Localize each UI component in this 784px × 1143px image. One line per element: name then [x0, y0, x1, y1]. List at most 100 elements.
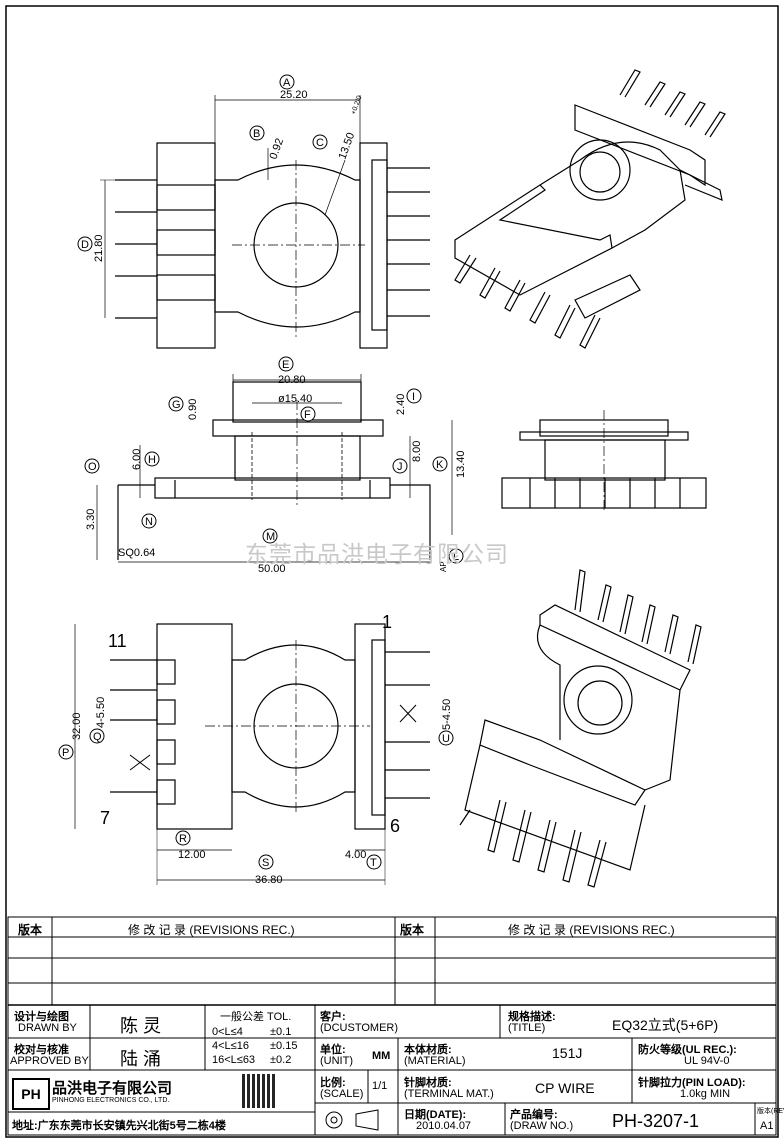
tol-value-3: ±0.2	[270, 1054, 292, 1066]
tolerance-title: 一般公差 TOL.	[220, 1011, 292, 1023]
side-view-2	[501, 410, 707, 512]
dim-c-tol: +0.2/0	[350, 95, 363, 116]
projection-symbol-icon	[325, 1109, 379, 1131]
dim-p-value: 32.00	[71, 712, 83, 740]
material-label-en: (MATERIAL)	[404, 1055, 466, 1067]
label-o: O	[88, 461, 97, 473]
bottom-view	[74, 623, 430, 885]
dim-r-value: 12.00	[178, 849, 206, 861]
draw-no-label-en: (DRAW NO.)	[510, 1120, 574, 1132]
rev-header-records: 修 改 记 录 (REVISIONS REC.)	[128, 923, 295, 937]
label-p: P	[62, 747, 69, 759]
dim-ap-value: AP	[439, 561, 448, 572]
label-c: C	[316, 137, 324, 149]
dim-j-value: 8.00	[411, 441, 423, 462]
scale-label: 比例:	[320, 1077, 346, 1089]
side-view-labels: E 20.80 ø15.40 F G 0.90 H 6.00 I 2.40 J …	[84, 356, 467, 575]
date-label: 日期(DATE):	[404, 1109, 467, 1121]
pin-6-label: 6	[390, 816, 400, 836]
dim-i-value: 2.40	[395, 394, 407, 415]
draw-no-label: 产品编号:	[510, 1109, 558, 1121]
label-l: L	[453, 551, 459, 563]
tol-value-2: ±0.15	[270, 1040, 298, 1052]
rev-label: 版本(REV):	[757, 1108, 784, 1115]
fire-rating-value: UL 94V-0	[684, 1055, 730, 1067]
tol-range-3: 16<L≤63	[212, 1054, 256, 1066]
rev-header-version-2: 版本	[400, 923, 425, 937]
dim-d-value: 21.80	[93, 234, 105, 262]
dim-k-value: 13.40	[455, 450, 467, 478]
dim-b-value: 0.92	[268, 137, 287, 161]
spec-value: EQ32立式(5+6P)	[612, 1017, 719, 1033]
approve-label-en: APPROVED BY	[10, 1055, 89, 1067]
dim-u-value: 5-4.50	[441, 699, 453, 730]
label-k: K	[436, 459, 444, 471]
tol-value-1: ±0.1	[270, 1026, 292, 1038]
customer-label: 客户:	[320, 1011, 346, 1023]
customer-label-en: (DCUSTOMER)	[320, 1022, 399, 1034]
scale-label-en: (SCALE)	[320, 1088, 364, 1100]
company-logo: PH	[12, 1078, 50, 1110]
spec-label: 规格描述:	[508, 1011, 556, 1023]
label-e: E	[282, 359, 289, 371]
label-n: N	[145, 516, 153, 528]
iso-view-bottom	[459, 569, 702, 888]
rev-header-records-2: 修 改 记 录 (REVISIONS REC.)	[508, 923, 675, 937]
design-label: 设计与绘图	[14, 1011, 69, 1023]
pin-11-label: 11	[108, 631, 127, 651]
label-t: T	[370, 857, 377, 869]
label-d: D	[81, 239, 89, 251]
label-q: Q	[93, 731, 102, 743]
rev-value: A1	[760, 1120, 774, 1132]
bottom-view-labels: 1 11 7 6 P 32.00 Q 4-5.50 U 5-4.50 R 12.…	[58, 612, 454, 886]
approve-label: 校对与核准	[14, 1044, 69, 1056]
dim-q-value: 4-5.50	[95, 697, 107, 728]
watermark: 东莞市品洪电子有限公司	[245, 542, 509, 568]
designer-name: 陈 灵	[120, 1016, 162, 1036]
pin-7-label: 7	[100, 808, 110, 828]
dim-g-value: 0.90	[187, 399, 199, 420]
dim-a-value: 25.20	[280, 89, 308, 101]
iso-view-top	[454, 69, 726, 349]
company-address: 地址:广东东莞市长安镇先兴北街5号二栋4楼	[12, 1120, 226, 1132]
pin-load-label: 针脚拉力(PIN LOAD):	[638, 1077, 746, 1089]
tol-range-2: 4<L≤16	[212, 1040, 249, 1052]
label-f: F	[304, 409, 311, 421]
label-i: I	[412, 391, 415, 403]
terminal-label-en: (TERMINAL MAT.)	[404, 1088, 494, 1100]
rev-header-version: 版本	[18, 923, 43, 937]
scale-value: 1/1	[372, 1080, 388, 1092]
dim-c-value: 13.50	[337, 131, 358, 161]
side-view	[96, 374, 453, 563]
dim-m-value: 50.00	[258, 563, 286, 575]
company-name-en: PINHONG ELECTRONICS CO., LTD.	[52, 1097, 170, 1104]
dim-f-value: ø15.40	[278, 393, 312, 405]
unit-label-en: (UNIT)	[320, 1055, 353, 1067]
approver-name: 陆 涌	[120, 1049, 162, 1069]
spec-label-en: (TITLE)	[508, 1022, 546, 1034]
label-s: S	[262, 857, 269, 869]
label-j: J	[397, 461, 403, 473]
qr-code-icon	[242, 1074, 276, 1108]
dim-n-value: SQ0.64	[118, 547, 155, 559]
material-value: 151J	[552, 1045, 583, 1061]
date-value: 2010.04.07	[416, 1120, 472, 1132]
label-b: B	[253, 128, 260, 140]
dim-t-value: 4.00	[345, 849, 366, 861]
company-name-cn: 品洪电子有限公司	[52, 1080, 173, 1097]
draw-no-value: PH-3207-1	[612, 1111, 700, 1131]
label-r: R	[179, 833, 187, 845]
tol-range-1: 0<L≤4	[212, 1026, 243, 1038]
label-u: U	[442, 733, 450, 745]
fire-rating-label: 防火等级(UL REC.):	[638, 1044, 737, 1056]
material-label: 本体材质:	[404, 1044, 452, 1056]
label-h: H	[148, 454, 156, 466]
label-m: M	[266, 531, 275, 543]
pin-load-value: 1.0kg MIN	[680, 1088, 731, 1100]
top-view	[100, 95, 430, 349]
unit-label: 单位:	[320, 1044, 346, 1056]
terminal-value: CP WIRE	[535, 1080, 595, 1096]
pin-1-label: 1	[382, 612, 392, 632]
dim-e-value: 20.80	[278, 374, 306, 386]
